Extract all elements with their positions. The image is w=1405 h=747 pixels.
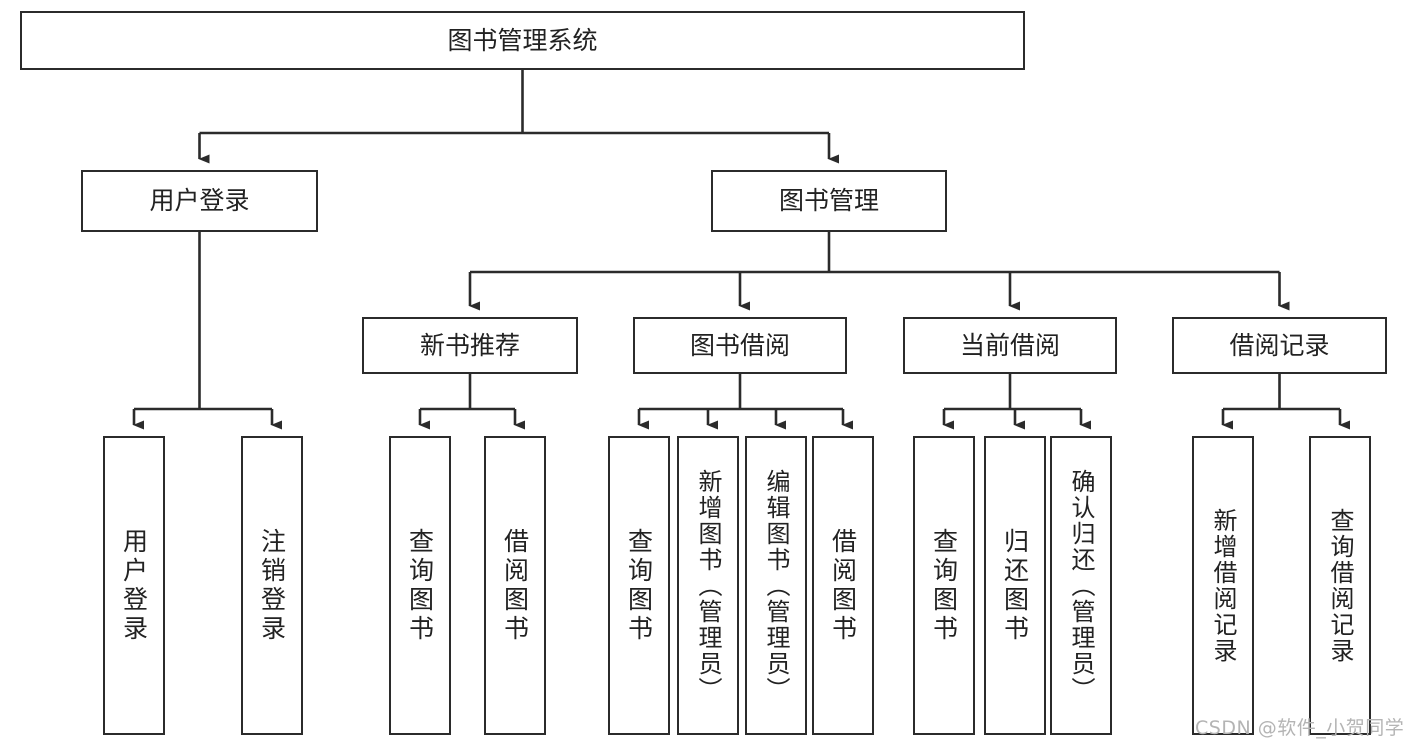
- watermark-text: CSDN @软件_小贺同学: [1195, 717, 1405, 739]
- node-label: 借阅记录: [1229, 330, 1330, 360]
- node-bookmgmt[interactable]: 图书管理: [711, 170, 947, 232]
- node-leaf-query-record[interactable]: 查询借阅记录: [1309, 436, 1371, 735]
- node-label: 确认归还（管理员）: [1067, 468, 1095, 703]
- node-leaf-query-book-1[interactable]: 查询图书: [389, 436, 451, 735]
- node-leaf-add-book[interactable]: 新增图书（管理员）: [677, 436, 739, 735]
- node-borrow[interactable]: 图书借阅: [633, 317, 847, 374]
- node-label: 图书管理系统: [447, 25, 598, 55]
- node-leaf-query-book-3[interactable]: 查询图书: [913, 436, 975, 735]
- node-current[interactable]: 当前借阅: [903, 317, 1117, 374]
- node-leaf-borrow-book-1[interactable]: 借阅图书: [484, 436, 546, 735]
- node-label: 用户登录: [119, 527, 149, 644]
- node-label: 查询借阅记录: [1326, 507, 1354, 664]
- node-leaf-user-login[interactable]: 用户登录: [103, 436, 165, 735]
- node-leaf-edit-book[interactable]: 编辑图书（管理员）: [745, 436, 807, 735]
- node-records[interactable]: 借阅记录: [1172, 317, 1387, 374]
- node-leaf-query-book-2[interactable]: 查询图书: [608, 436, 670, 735]
- node-label: 用户登录: [149, 186, 250, 216]
- node-leaf-return-book[interactable]: 归还图书: [984, 436, 1046, 735]
- node-leaf-confirm-return[interactable]: 确认归还（管理员）: [1050, 436, 1112, 735]
- node-label: 当前借阅: [959, 330, 1060, 360]
- node-label: 新书推荐: [419, 330, 520, 360]
- node-label: 注销登录: [257, 527, 287, 644]
- node-login[interactable]: 用户登录: [81, 170, 318, 232]
- node-leaf-add-record[interactable]: 新增借阅记录: [1192, 436, 1254, 735]
- node-label: 新增借阅记录: [1209, 507, 1237, 664]
- node-label: 查询图书: [929, 527, 959, 644]
- node-root[interactable]: 图书管理系统: [20, 11, 1025, 70]
- node-leaf-borrow-book-2[interactable]: 借阅图书: [812, 436, 874, 735]
- node-label: 归还图书: [1000, 527, 1030, 644]
- node-leaf-user-logout[interactable]: 注销登录: [241, 436, 303, 735]
- node-label: 图书借阅: [689, 330, 790, 360]
- node-label: 借阅图书: [828, 527, 858, 644]
- node-label: 查询图书: [624, 527, 654, 644]
- node-label: 新增图书（管理员）: [694, 468, 722, 703]
- node-newbook[interactable]: 新书推荐: [362, 317, 578, 374]
- node-label: 查询图书: [405, 527, 435, 644]
- node-label: 图书管理: [778, 186, 879, 216]
- node-label: 借阅图书: [500, 527, 530, 644]
- node-label: 编辑图书（管理员）: [762, 468, 790, 703]
